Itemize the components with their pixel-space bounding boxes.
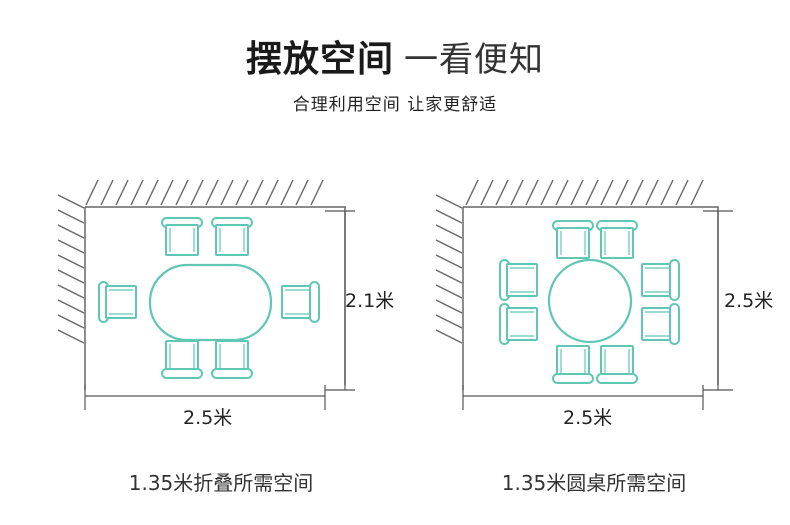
left-dimension-lines bbox=[84, 210, 355, 410]
title-main: 摆放空间 bbox=[245, 39, 394, 80]
page-title: 摆放空间一看便知 bbox=[0, 30, 790, 82]
right-chair-bottom-2 bbox=[596, 345, 638, 384]
left-floor-plan: 2.1米 2.5米 bbox=[57, 179, 394, 429]
left-chair-left bbox=[98, 281, 137, 323]
right-chair-top-2 bbox=[596, 220, 638, 259]
right-floor-plan: 2.5米 2.5米 bbox=[435, 179, 773, 429]
right-chair-right-1 bbox=[641, 259, 680, 301]
left-wall-hatch-side bbox=[57, 194, 85, 344]
right-wall-hatch-top bbox=[465, 179, 704, 206]
right-width-label: 2.5米 bbox=[563, 407, 612, 429]
left-height-label: 2.1米 bbox=[345, 290, 394, 312]
right-dimension-lines bbox=[462, 210, 733, 410]
left-chair-bottom-1 bbox=[161, 340, 203, 379]
page-subtitle: 合理利用空间 让家更舒适 bbox=[292, 95, 498, 115]
left-chair-top-1 bbox=[161, 217, 203, 256]
right-chair-left-2 bbox=[499, 303, 538, 345]
left-folding-table bbox=[148, 263, 273, 342]
right-chair-left-1 bbox=[499, 259, 538, 301]
left-chair-right bbox=[281, 281, 320, 323]
title-secondary: 一看便知 bbox=[404, 40, 544, 80]
left-width-label: 2.5米 bbox=[183, 407, 232, 429]
left-caption: 1.35米折叠所需空间 bbox=[129, 471, 314, 495]
right-chair-bottom-1 bbox=[552, 345, 594, 384]
left-wall-hatch-top bbox=[85, 179, 324, 206]
right-wall-hatch-side bbox=[435, 194, 463, 344]
left-chair-top-2 bbox=[211, 217, 253, 256]
right-chair-top-1 bbox=[552, 220, 594, 259]
right-chair-right-2 bbox=[641, 303, 680, 345]
right-round-table bbox=[547, 258, 633, 344]
right-height-label: 2.5米 bbox=[724, 290, 773, 312]
right-caption: 1.35米圆桌所需空间 bbox=[502, 471, 687, 495]
left-chair-bottom-2 bbox=[211, 340, 253, 379]
